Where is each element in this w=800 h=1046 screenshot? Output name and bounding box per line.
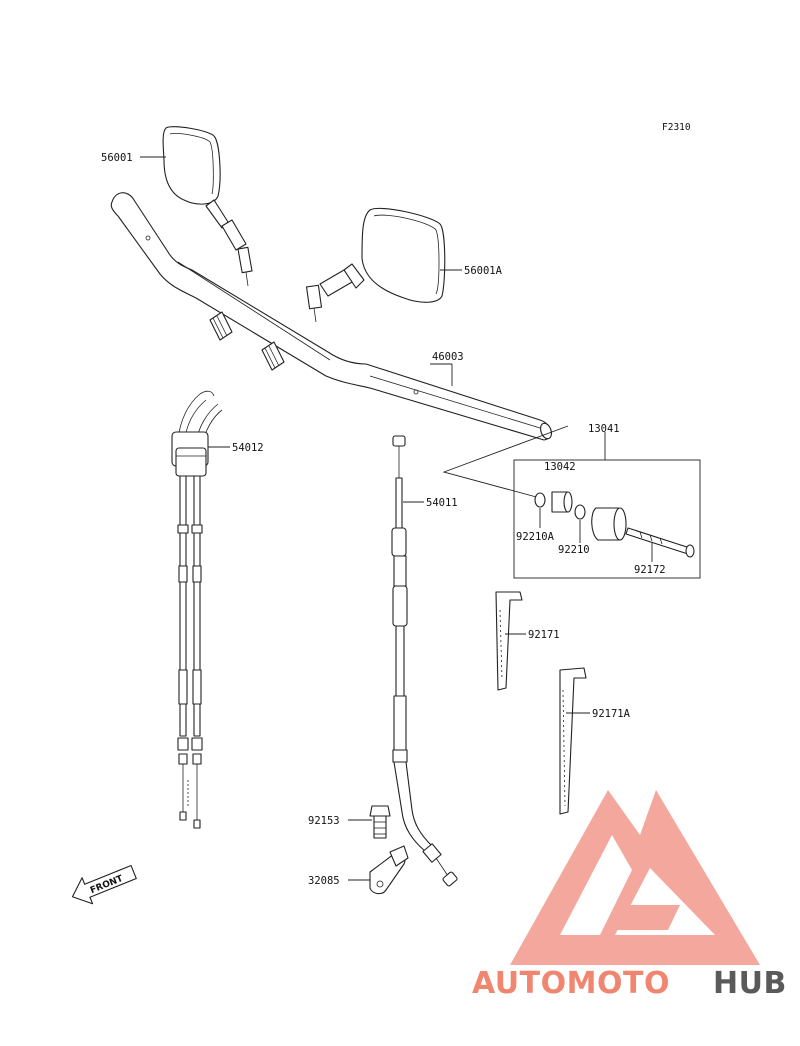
- mirror-left: [162, 126, 253, 287]
- handlebar: [110, 192, 552, 441]
- callout-56001A: 56001A: [464, 265, 503, 277]
- callout-92210A: 92210A: [516, 531, 555, 543]
- callout-32085: 32085: [308, 875, 340, 887]
- throttle-cables: [171, 390, 223, 829]
- callout-56001: 56001: [101, 152, 133, 164]
- front-arrow: FRONT: [71, 864, 137, 905]
- tie-92171: [495, 591, 523, 691]
- callout-92171A: 92171A: [592, 708, 631, 720]
- watermark-triangle-outer: [510, 790, 760, 965]
- bolt-92153: [369, 805, 391, 839]
- watermark-triangle-inner: [560, 835, 632, 935]
- callout-54012: 54012: [232, 442, 264, 454]
- callout-54011: 54011: [426, 497, 458, 509]
- clutch-cable: [391, 435, 458, 887]
- assembly-box: [513, 459, 701, 579]
- watermark-logo: [510, 790, 760, 965]
- bracket-32085: [369, 845, 409, 895]
- callout-92172: 92172: [634, 564, 666, 576]
- knurl-left: [209, 311, 233, 341]
- watermark-text-hub: HUB: [713, 966, 787, 1001]
- watermark-g-shape: [612, 905, 680, 930]
- watermark-text-automoto: AUTOMOTO: [472, 966, 670, 1001]
- callout-46003: 46003: [432, 351, 464, 363]
- mirror-right: [305, 207, 446, 323]
- tie-92171A: [559, 667, 587, 815]
- callout-92210: 92210: [558, 544, 590, 556]
- callout-13041: 13041: [588, 423, 620, 435]
- callout-92171: 92171: [528, 629, 560, 641]
- balancer-assembly: [442, 425, 701, 579]
- diagram-code: F2310: [662, 122, 691, 133]
- knurl-right: [261, 341, 285, 371]
- leader-lines: [140, 156, 653, 881]
- callout-92153: 92153: [308, 815, 340, 827]
- callout-13042: 13042: [544, 461, 576, 473]
